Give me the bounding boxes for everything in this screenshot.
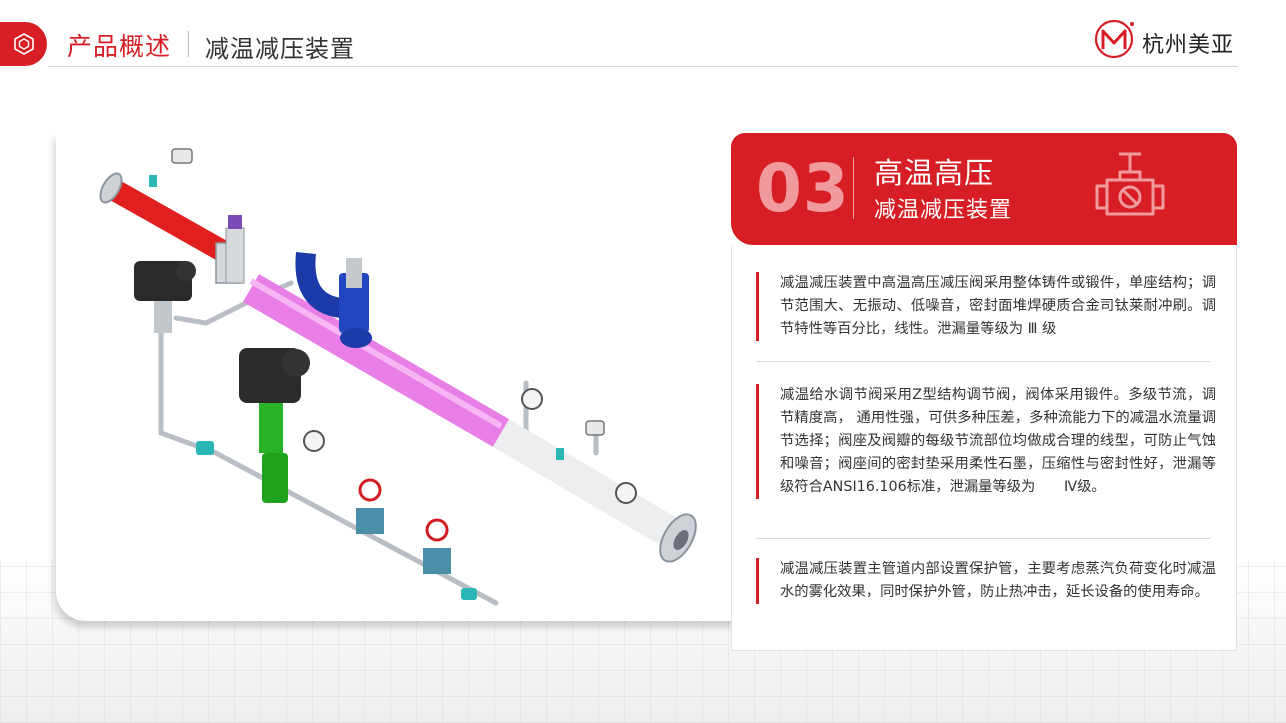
cube-icon <box>13 33 34 55</box>
section-subtitle: 减温减压装置 <box>874 198 1013 223</box>
section-number: 03 <box>756 150 850 227</box>
section-header-divider <box>853 157 854 219</box>
company-logo <box>1094 19 1134 59</box>
valve-icon <box>1095 152 1165 216</box>
desuperheater-assembly-illustration <box>99 148 697 606</box>
section-title: 高温高压 <box>874 156 995 190</box>
description-paragraph-1: 减温减压装置中高温高压减压阀采用整体铸件或锻件，单座结构；调节范围大、无振动、低… <box>756 272 1216 341</box>
product-image-card <box>56 133 746 621</box>
header-rule <box>48 66 1238 67</box>
header-badge <box>0 22 47 66</box>
description-paragraph-3: 减温减压装置主管道内部设置保护管，主要考虑蒸汽负荷变化时减温水的雾化效果，同时保… <box>756 558 1216 604</box>
header-divider <box>188 31 189 57</box>
paragraph-divider <box>756 538 1210 539</box>
description-card <box>731 245 1237 651</box>
page-subtitle: 减温减压装置 <box>205 35 355 63</box>
page-title: 产品概述 <box>67 32 172 61</box>
company-name: 杭州美亚 <box>1142 33 1235 58</box>
description-paragraph-2: 减温给水调节阀采用Z型结构调节阀，阀体采用锻件。多级节流，调节精度高， 通用性强… <box>756 384 1216 499</box>
paragraph-divider <box>756 361 1210 362</box>
